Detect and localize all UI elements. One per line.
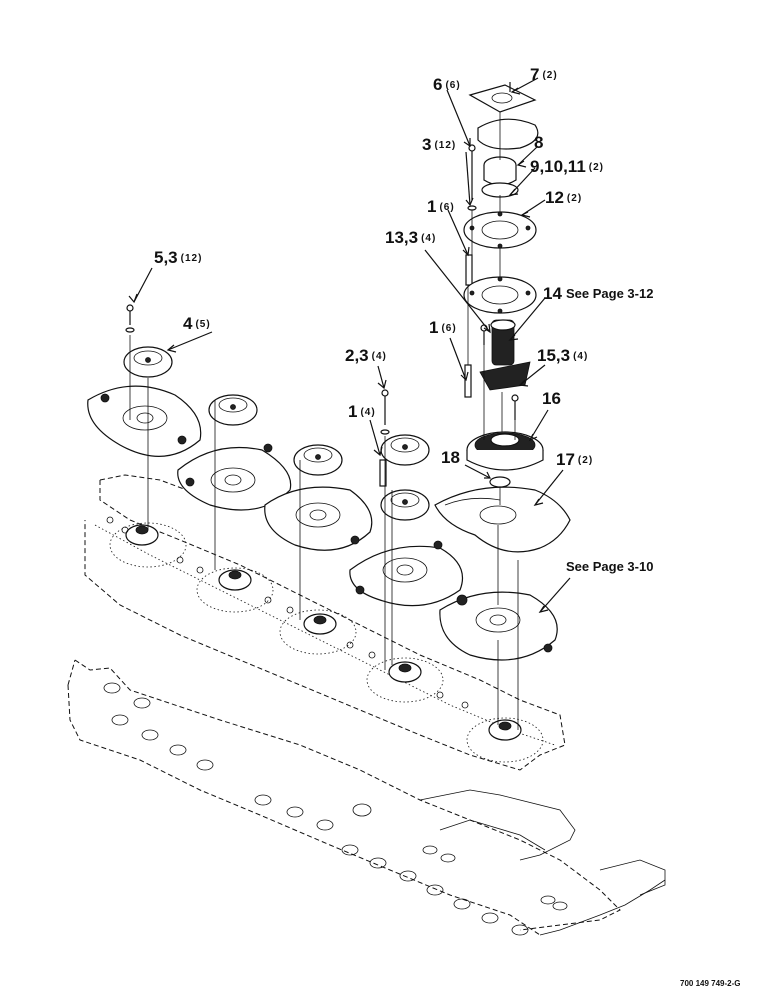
callout-9-10-11: 9,10,11(2) (530, 157, 604, 176)
callout-13-3: 13,3(4) (385, 228, 436, 247)
disc-cap (380, 434, 430, 466)
document-number: 700 149 749-2-G (680, 979, 741, 988)
leader-lines (128, 77, 571, 613)
knife-plate (434, 486, 571, 553)
reference-page-3-12: See Page 3-12 (566, 286, 653, 301)
callout-1b: 1(6) (429, 318, 457, 337)
cutting-disc (349, 540, 464, 607)
pin (465, 254, 473, 286)
callout-12: 12(2) (545, 188, 582, 207)
bearing-cap (481, 156, 519, 198)
bolt (511, 394, 519, 420)
callout-18: 18 (441, 448, 460, 467)
callout-1a: 1(6) (427, 197, 455, 216)
callout-3: 3(12) (422, 135, 456, 154)
callout-2-3: 2,3(4) (345, 346, 387, 365)
pin (379, 459, 387, 487)
shim-plate (463, 276, 537, 314)
disc-cap (380, 489, 430, 521)
gear-hub (466, 717, 544, 763)
gear-hub (109, 522, 187, 568)
disc-hub (466, 431, 544, 471)
gear-hub (279, 609, 357, 655)
cutterbar-frame (67, 659, 666, 936)
callout-6: 6(6) (433, 75, 461, 94)
cover-plate (477, 118, 539, 150)
bolt (380, 389, 390, 435)
gear-hub (196, 567, 274, 613)
alignment-lines (129, 112, 519, 730)
gear-hub (366, 657, 444, 703)
cutting-disc (439, 591, 558, 661)
callout-7: 7(2) (530, 65, 558, 84)
cutting-disc (264, 486, 373, 551)
washer (489, 476, 511, 488)
callout-5-3: 5,3(12) (154, 248, 202, 267)
callout-1c: 1(4) (348, 402, 376, 421)
spindle-assembly (479, 319, 531, 391)
pin (464, 364, 472, 398)
disc-cap (208, 394, 258, 426)
callout-15-3: 15,3(4) (537, 346, 588, 365)
gasket (468, 82, 537, 113)
callout-17: 17(2) (556, 450, 593, 469)
cutting-disc (177, 443, 292, 511)
callout-8: 8 (534, 133, 543, 152)
disc-cap (123, 346, 173, 378)
bolt (125, 304, 135, 333)
callout-4: 4(5) (183, 314, 211, 333)
callout-labels: 1(6) 1(6) 1(4) 2,3(4) 3(12) 4(5) 5,3(12)… (154, 65, 741, 988)
disc-cap (293, 444, 343, 476)
shim-plate (463, 211, 537, 249)
cutting-disc (87, 385, 202, 457)
callout-14: 14 (543, 284, 562, 303)
callout-16: 16 (542, 389, 561, 408)
cutterbar-housing (84, 474, 566, 771)
reference-page-3-10: See Page 3-10 (566, 559, 653, 574)
